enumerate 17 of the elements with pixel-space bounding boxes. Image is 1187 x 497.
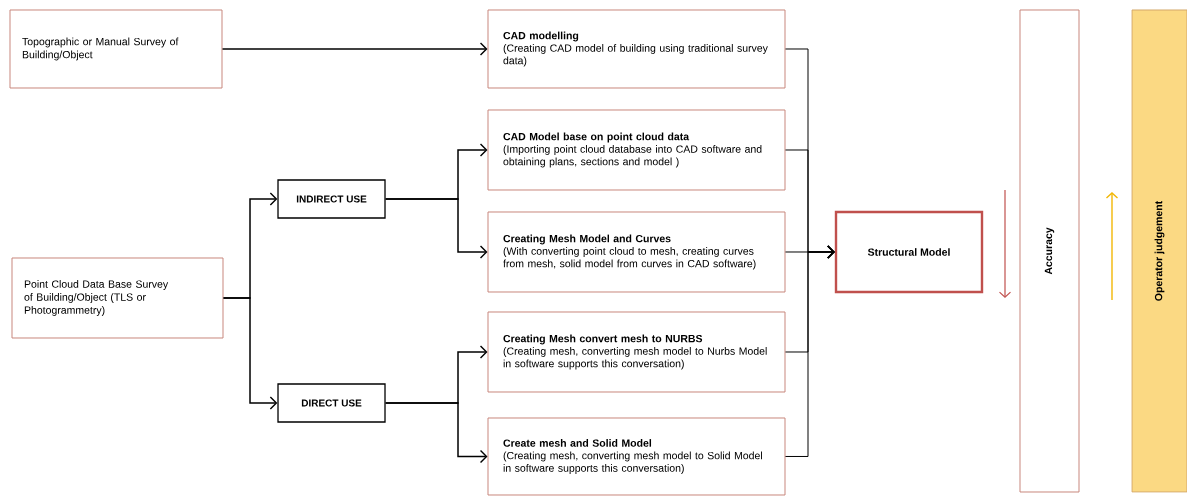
process-box: CAD modelling (Creating CAD model of building using traditional survey data): [487, 9, 786, 89]
result-box: Structural Model: [834, 210, 984, 294]
connector-arrow: [221, 42, 488, 56]
connector-arrow: [384, 402, 488, 464]
process-box: Creating Mesh Model and Curves (With converting point cloud to mesh, creating curves from mesh, solid model from curves in CAD software): [487, 211, 786, 293]
source-box: Topographic or Manual Survey of Building/Object: [9, 9, 223, 89]
use-box: DIRECT USE: [277, 383, 386, 423]
process-box: Create mesh and Solid Model (Creating mesh, converting mesh model to Solid Model in software supports this conversation): [487, 417, 786, 496]
connector-arrow: [384, 198, 488, 259]
process-box: CAD Model base on point cloud data (Importing point cloud database into CAD software and obtaining plans, sections and model ): [487, 109, 786, 191]
connector-arrow: [785, 245, 835, 457]
connector-arrow: [222, 297, 278, 410]
process-box: Creating Mesh convert mesh to NURBS (Creating mesh, converting mesh model to Nurbs Model in software supports this conversation): [487, 311, 786, 393]
accuracy-bar: Accuracy: [1019, 9, 1080, 493]
use-box: INDIRECT USE: [277, 179, 386, 219]
source-box: Point Cloud Data Base Survey of Building/Object (TLS or Photogrammetry): [11, 257, 224, 339]
judgement-bar: Operator judgement: [1131, 9, 1187, 493]
